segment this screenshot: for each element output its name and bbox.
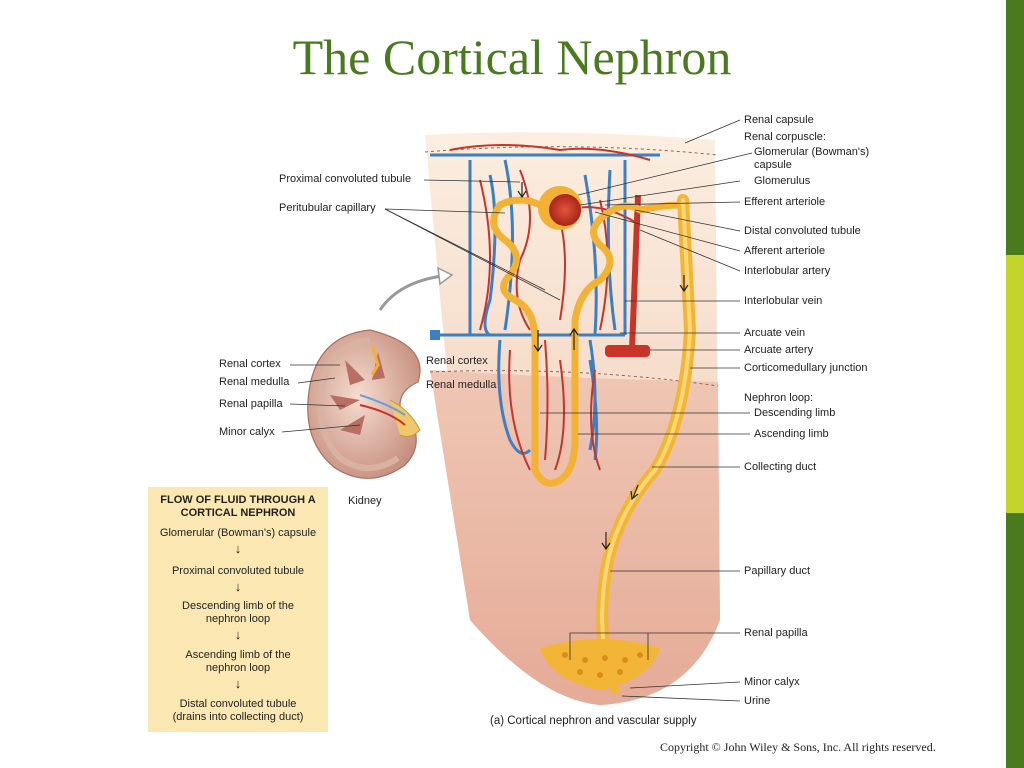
flow-arrow-2: ↓ [234,579,242,594]
kidney-leader-lines [281,364,361,433]
kidney-illustration [307,329,421,479]
label-glomerulus: Glomerulus [754,175,811,187]
zoom-arrow-head [437,266,454,286]
label-arcuate-artery: Arcuate artery [744,344,814,356]
label-kidney-minor-calyx: Minor calyx [219,426,275,438]
flow-arrow-1: ↓ [234,541,242,556]
label-minor-calyx: Minor calyx [744,676,800,688]
papilla-pores [562,652,643,678]
label-descending-limb: Descending limb [754,407,836,419]
label-corticomedullary-junction: Corticomedullary junction [744,362,868,374]
medulla-tissue [430,370,720,705]
label-glomerular-capsule: Glomerular (Bowman's) [754,146,870,158]
label-kidney: Kidney [348,495,382,507]
label-interlobular-artery: Interlobular artery [744,265,831,277]
label-urine: Urine [744,695,771,707]
label-renal-papilla: Renal papilla [744,627,808,639]
accent-bar-top [1006,0,1024,255]
flow-step-1: Glomerular (Bowman's) capsule [159,527,317,539]
label-kidney-renal-medulla: Renal medulla [219,376,290,388]
nephron-tubules [490,196,684,487]
label-renal-capsule: Renal capsule [744,114,814,126]
label-nephron-loop: Nephron loop: [744,392,814,404]
label-interlobular-vein: Interlobular vein [744,295,823,307]
capsule-line [424,146,719,156]
label-kidney-renal-papilla: Renal papilla [219,398,283,410]
label-efferent-arteriole: Efferent arteriole [744,196,826,208]
label-collecting-duct: Collecting duct [744,461,817,473]
accent-bar [1006,0,1024,768]
accent-bar-middle [1006,255,1024,513]
arcuate-artery [605,345,650,357]
flow-box-heading-1: FLOW OF FLUID THROUGH A [160,494,316,506]
arcuate-vein-stub [430,330,440,340]
figure-caption: (a) Cortical nephron and vascular supply [490,715,697,727]
label-arcuate-vein: Arcuate vein [744,327,806,339]
label-peritubular-capillary: Peritubular capillary [279,202,376,214]
flow-arrow-4: ↓ [234,676,242,691]
flow-box-heading-2: CORTICAL NEPHRON [180,507,296,519]
label-ascending-limb: Ascending limb [754,428,829,440]
label-distal-convoluted-tubule: Distal convoluted tubule [744,225,861,237]
urine-drop [610,686,620,694]
flow-step-3-cont: nephron loop [205,613,271,625]
leader-lines [540,119,753,702]
flow-step-4: Ascending limb of the [185,649,291,661]
label-proximal-convoluted-tubule: Proximal convoluted tubule [279,173,412,185]
label-papillary-duct: Papillary duct [744,565,811,577]
leader-lines-left [384,179,561,301]
venous-network [430,153,660,461]
slide-title: The Cortical Nephron [292,29,732,85]
flow-step-5: Distal convoluted tubule [179,698,297,710]
flow-step-5-cont: (drains into collecting duct) [172,711,304,723]
accent-bar-bottom [1006,513,1024,768]
interlobular-artery [629,194,641,351]
flow-step-2: Proximal convoluted tubule [171,565,305,577]
flow-step-3: Descending limb of the [182,600,294,612]
label-renal-cortex-inner: Renal cortex [426,355,488,367]
glomerulus [549,194,581,226]
label-renal-medulla-inner: Renal medulla [426,379,497,391]
label-kidney-renal-cortex: Renal cortex [219,358,281,370]
flow-arrows [517,182,689,551]
label-glomerular-capsule-2: capsule [754,159,792,171]
flow-step-4-cont: nephron loop [205,662,271,674]
copyright-notice: Copyright © John Wiley & Sons, Inc. All … [660,740,936,754]
label-renal-corpuscle: Renal corpuscle: [744,131,826,143]
flow-arrow-3: ↓ [234,627,242,642]
fluid-flow-box: FLOW OF FLUID THROUGH A CORTICAL NEPHRON… [148,487,328,732]
label-afferent-arteriole: Afferent arteriole [744,245,826,257]
